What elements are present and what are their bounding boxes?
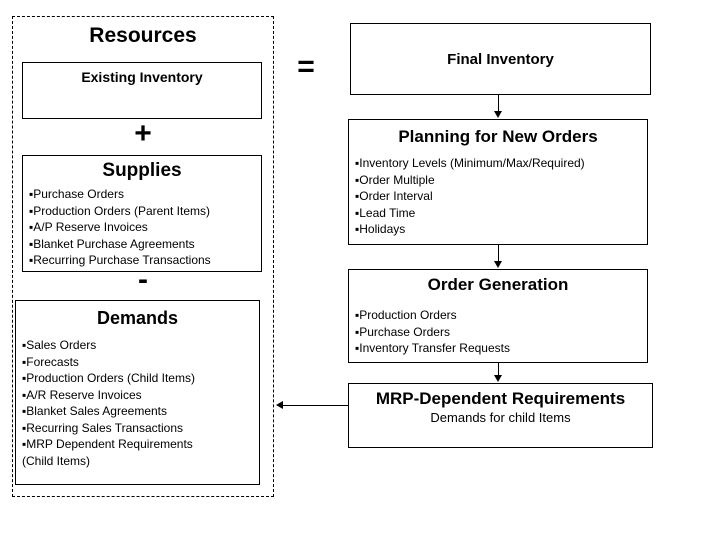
- mrp-dependent-title: MRP-Dependent Requirements: [375, 389, 626, 408]
- bullet-item: ▪Inventory Levels (Minimum/Max/Required): [355, 156, 585, 170]
- resources-panel-title: Resources: [89, 24, 197, 47]
- bullet-item: ▪Production Orders (Child Items): [22, 371, 195, 385]
- bullet-item: ▪A/R Reserve Invoices: [22, 387, 142, 402]
- bullet-item: ▪MRP Dependent Requirements: [22, 437, 193, 451]
- arrow-final-to-planning-line: [498, 95, 499, 112]
- existing-inventory-title: Existing Inventory: [81, 69, 203, 85]
- existing-inventory-box: Existing Inventory: [22, 62, 262, 119]
- arrow-ordergen-to-mrp-line: [498, 363, 499, 376]
- demands-list: ▪Sales Orders ▪Forecasts ▪Production Order…: [16, 337, 259, 453]
- bullet-item: ▪Lead Time: [355, 205, 416, 220]
- bullet-item: ▪Blanket Sales Agreements: [22, 404, 168, 418]
- bullet-item: ▪Recurring Sales Transactions: [22, 420, 183, 435]
- order-generation-title: Order Generation: [427, 275, 569, 294]
- mrp-dependent-box: MRP-Dependent Requirements Demands for c…: [348, 383, 653, 448]
- final-inventory-box: Final Inventory: [350, 23, 651, 95]
- arrow-down-icon: [494, 261, 502, 268]
- order-generation-box: Order Generation ▪Production Orders ▪Purc…: [348, 269, 648, 363]
- bullet-item: ▪Production Orders: [355, 308, 457, 322]
- supplies-box: Supplies ▪Purchase Orders ▪Production Ord…: [22, 155, 262, 272]
- bullet-item: ▪Production Orders (Parent Items): [29, 203, 210, 218]
- supplies-title: Supplies: [102, 160, 182, 181]
- arrow-mrp-to-resources-line: [283, 405, 348, 406]
- demands-title: Demands: [96, 308, 179, 328]
- arrow-down-icon: [494, 375, 502, 382]
- bullet-item: ▪Sales Orders: [22, 338, 97, 352]
- mrp-dependent-subtitle: Demands for child Items: [430, 410, 571, 425]
- bullet-item: ▪Inventory Transfer Requests: [355, 341, 510, 355]
- plus-operator: +: [134, 117, 152, 150]
- bullet-item: ▪Purchase Orders: [29, 187, 124, 201]
- bullet-item: ▪Order Multiple: [355, 172, 435, 187]
- arrow-down-icon: [494, 111, 502, 118]
- minus-operator: -: [138, 263, 148, 296]
- bullet-item: ▪A/P Reserve Invoices: [29, 220, 148, 234]
- supplies-list: ▪Purchase Orders ▪Production Orders (Pare…: [23, 186, 261, 269]
- bullet-item: ▪Blanket Purchase Agreements: [29, 236, 195, 251]
- planning-list: ▪Inventory Levels (Minimum/Max/Required)…: [349, 155, 647, 238]
- arrow-planning-to-ordergen-line: [498, 245, 499, 262]
- order-generation-list: ▪Production Orders ▪Purchase Orders ▪Inven…: [349, 307, 647, 357]
- demands-box: Demands ▪Sales Orders ▪Forecasts ▪Producti…: [15, 300, 260, 485]
- bullet-item: ▪Recurring Purchase Transactions: [29, 253, 211, 267]
- resources-panel-border: [12, 16, 274, 497]
- arrow-left-icon: [276, 401, 283, 409]
- bullet-item: ▪Forecasts: [22, 354, 79, 369]
- planning-title: Planning for New Orders: [398, 127, 598, 146]
- final-inventory-title: Final Inventory: [447, 50, 554, 68]
- bullet-item: ▪Holidays: [355, 222, 406, 236]
- planning-box: Planning for New Orders ▪Inventory Level…: [348, 119, 648, 245]
- demands-list-continuation: (Child Items): [22, 453, 91, 468]
- equals-operator: =: [297, 50, 315, 83]
- bullet-item: ▪Order Interval: [355, 189, 433, 203]
- bullet-item: ▪Purchase Orders: [355, 324, 450, 339]
